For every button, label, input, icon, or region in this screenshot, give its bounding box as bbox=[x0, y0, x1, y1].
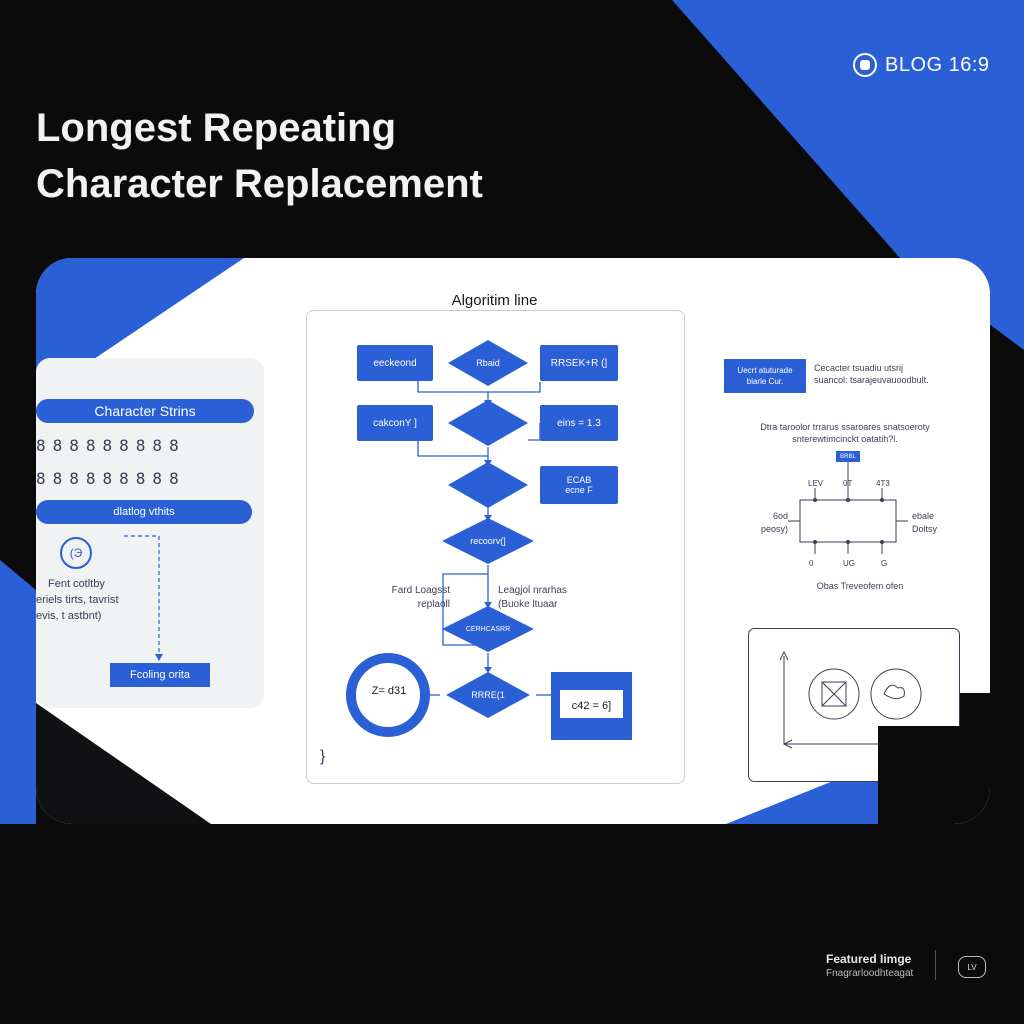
pointer-note-line-1: Fent cotltby bbox=[48, 578, 105, 590]
info-tag: Uecrt atuturade biarle Cur. bbox=[724, 359, 806, 393]
footer-badge: LV bbox=[958, 956, 986, 978]
flow-label-find-longest: Fard Loagsst replaoll bbox=[391, 585, 450, 610]
diamond-label-5: CERHCASRR bbox=[465, 625, 511, 633]
footer-subtitle: Fnagrarloodhteagat bbox=[826, 968, 914, 979]
window-pointer-lines bbox=[124, 535, 163, 661]
flow-box-count: cakconY ] bbox=[357, 405, 433, 441]
card-corner-bottom-left bbox=[36, 703, 211, 824]
diagram-badge: BRBL bbox=[836, 451, 860, 462]
graph-mask bbox=[878, 726, 960, 782]
algorithm-title: Algoritim line bbox=[451, 292, 538, 309]
pointer-marker: (Э bbox=[60, 537, 92, 569]
flowchart-diagram bbox=[346, 340, 632, 740]
pointer-note-line-3: evis, t astbnt) bbox=[36, 610, 102, 622]
circle-value: Z= d31 bbox=[371, 685, 407, 697]
result-button[interactable]: Fcoling orita bbox=[110, 663, 210, 687]
diamond-label-6: RRRE(1 bbox=[471, 690, 505, 700]
pointer-note: Fent cotltby eriels tirts, tavrist evis,… bbox=[36, 576, 146, 624]
flow-box-result-1: RRSEK+R (] bbox=[540, 345, 618, 381]
closing-brace: } bbox=[320, 748, 326, 765]
left-accent-shape bbox=[0, 560, 36, 824]
circuit-diagram bbox=[788, 462, 908, 554]
string-row-1: 888888888 bbox=[36, 436, 186, 455]
graph-panel bbox=[748, 628, 960, 782]
title-line-2: Character Replacement bbox=[36, 162, 483, 206]
string-row-2: 888888888 bbox=[36, 469, 186, 488]
right-description: Dtra taroolor trrarus ssaroares snatsoer… bbox=[760, 422, 930, 444]
footer-title: Featured Iimge bbox=[826, 952, 912, 966]
badge-label: BLOG 16:9 bbox=[885, 53, 990, 76]
flow-label-length-check: Leagjol nrarhas (Buoke ltuaar bbox=[498, 585, 567, 610]
diamond-label-4: recoorv(] bbox=[470, 536, 506, 546]
bottom-label-3: G bbox=[881, 559, 888, 568]
top-label-3: 4T3 bbox=[876, 479, 890, 488]
bottom-label-1: 0 bbox=[809, 559, 814, 568]
blog-badge: BLOG 16:9 bbox=[853, 53, 990, 77]
title-line-1: Longest Repeating bbox=[36, 106, 397, 150]
page-title: Longest Repeating Character Replacement bbox=[36, 100, 483, 212]
result-value: c42 = 6] bbox=[571, 700, 612, 712]
diagram-caption: Obas Treveofem ofen bbox=[816, 581, 904, 591]
pointer-note-line-2: eriels tirts, tavrist bbox=[36, 594, 119, 606]
window-subheader: dlatlog vthits bbox=[36, 500, 252, 524]
flow-box-result-2: eins = 1.3 bbox=[540, 405, 618, 441]
footer-divider bbox=[935, 950, 936, 980]
record-icon bbox=[853, 53, 877, 77]
info-tag-note: Cecacter tsuadiu utsrij suancol: tsaraje… bbox=[814, 363, 929, 385]
flow-box-result-3: ECAB ecne F bbox=[540, 466, 618, 504]
diamond-label-1: Rbaid bbox=[476, 358, 500, 368]
side-label-left: 6od peosy) bbox=[760, 511, 788, 534]
bottom-label-2: UG bbox=[843, 559, 855, 568]
character-strings-header: Character Strins bbox=[36, 399, 254, 423]
side-label-right: ebale Doltsy bbox=[912, 511, 938, 534]
top-label-2: 0T bbox=[843, 479, 853, 488]
top-label-1: LEV bbox=[808, 479, 824, 488]
flow-box-start: eeckeond bbox=[357, 345, 433, 381]
